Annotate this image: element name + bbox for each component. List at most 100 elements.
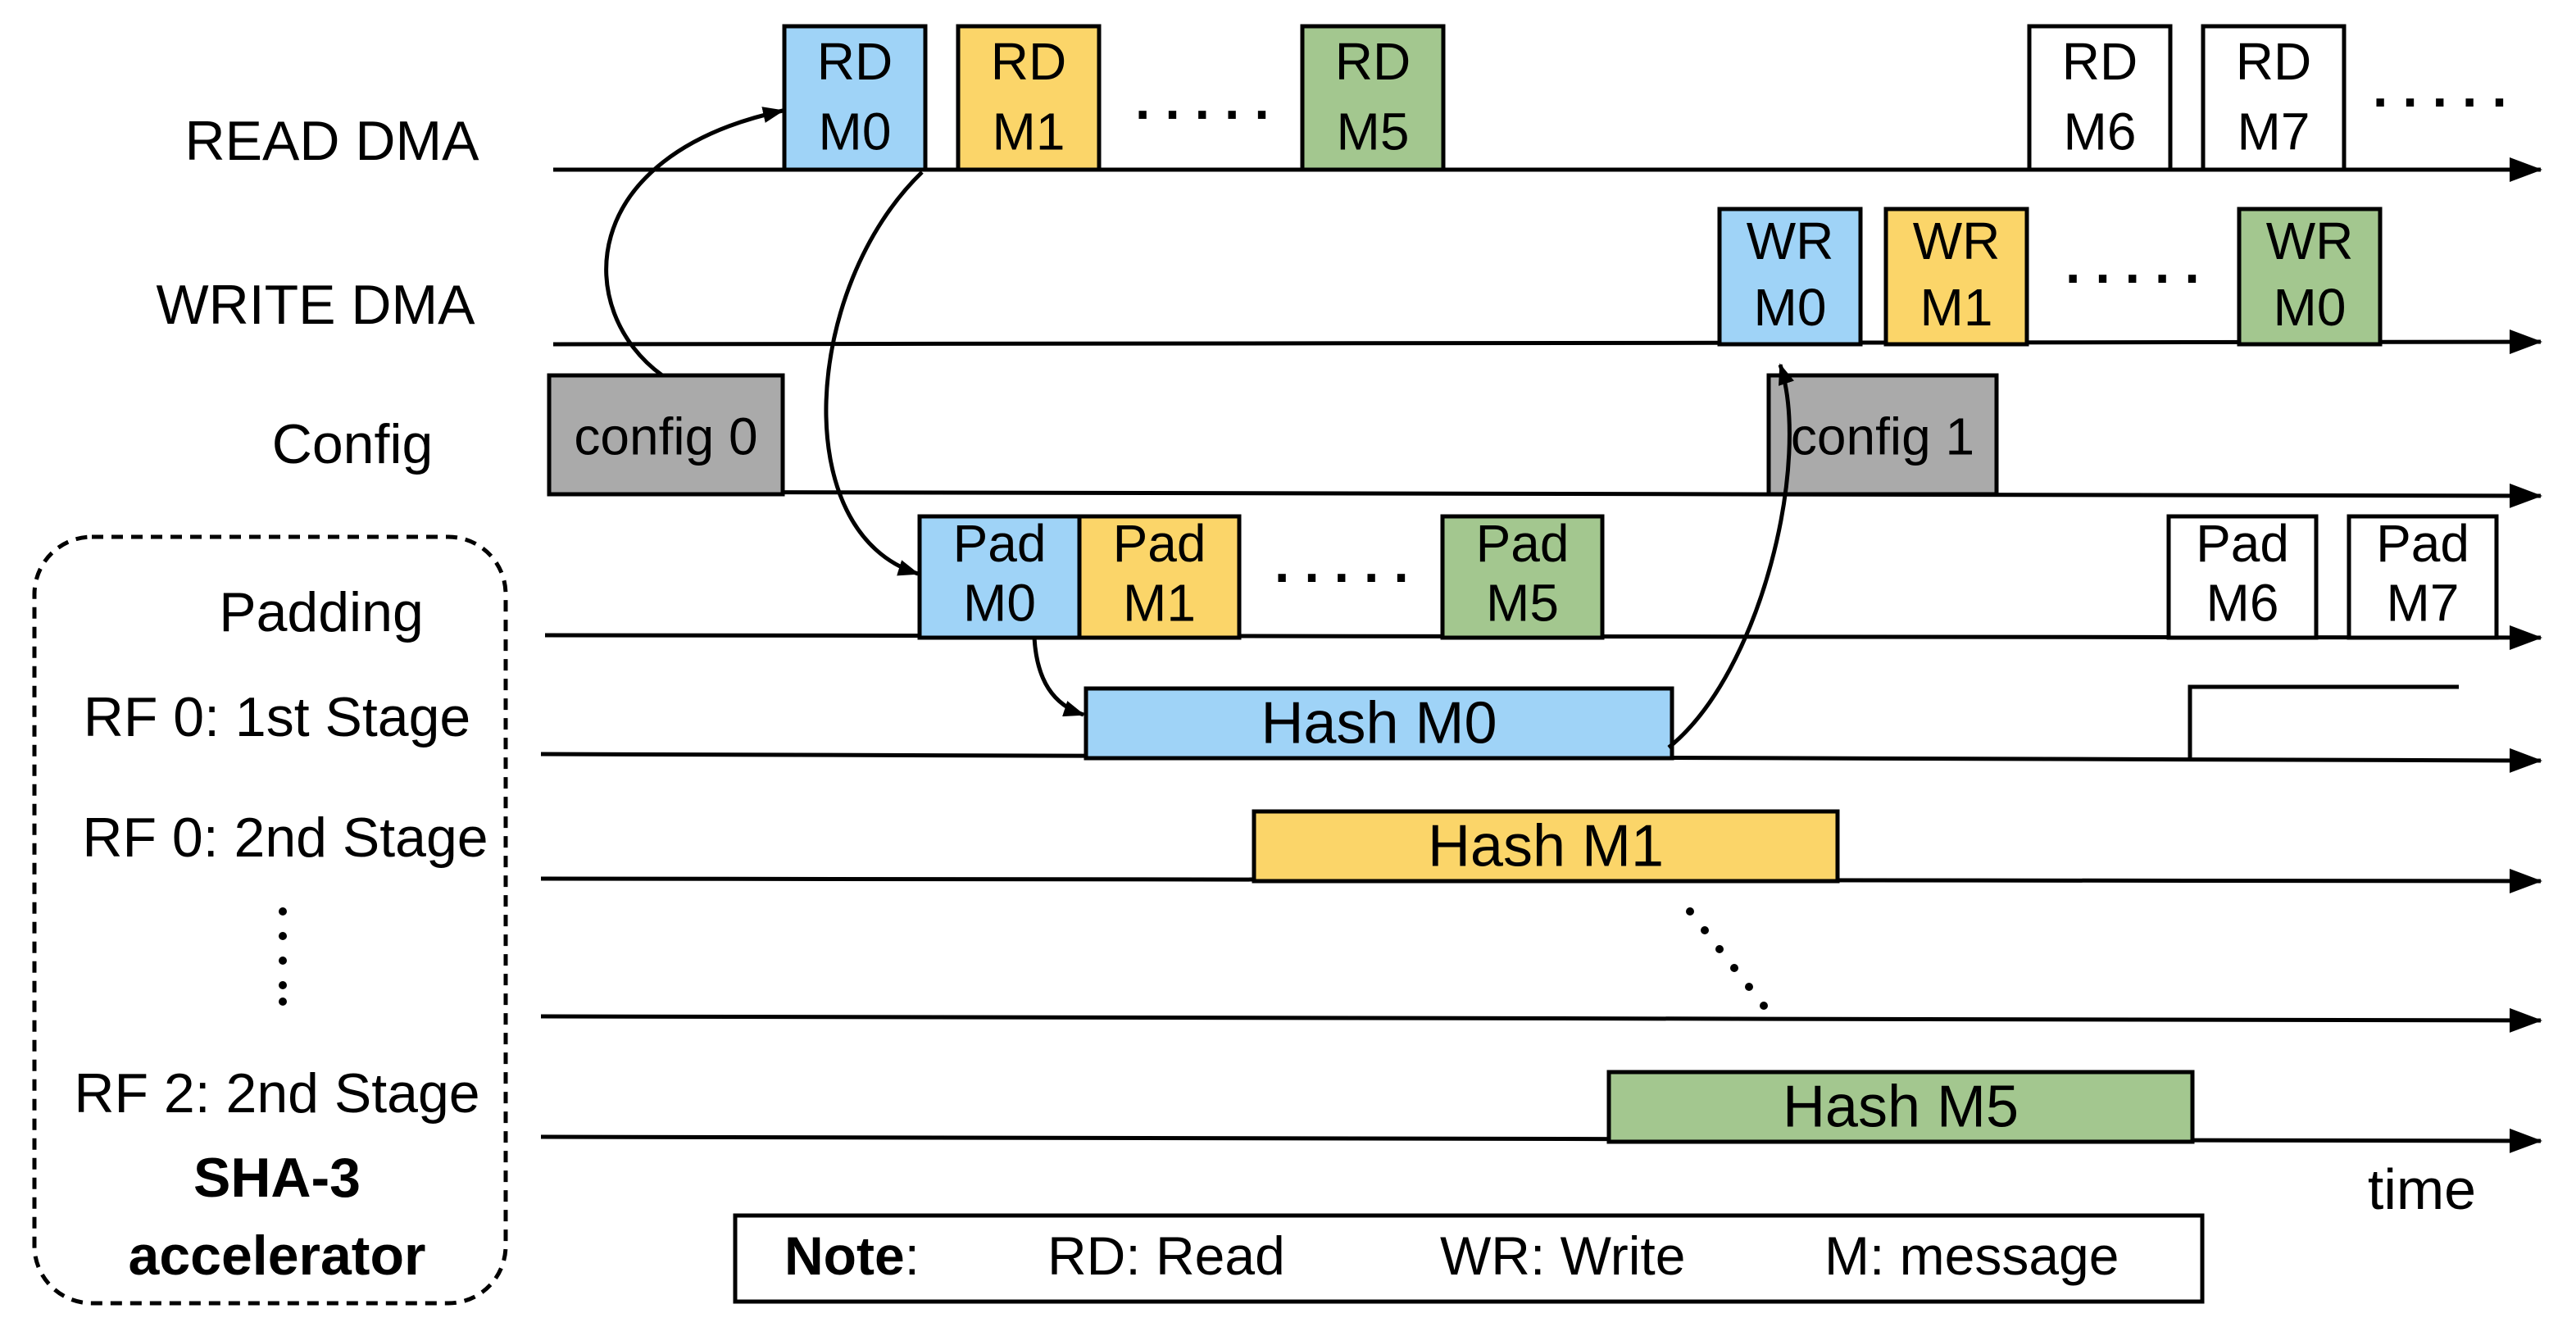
padding-box-line2: M1	[1123, 573, 1196, 632]
row-label-padding: Padding	[219, 581, 424, 643]
hash-box-label: Hash M5	[1783, 1075, 2019, 1140]
padding-box-line2: M7	[2387, 573, 2460, 632]
read-dma-box-line1: RD	[817, 32, 893, 91]
read-dma-box-0: RD M0	[782, 24, 928, 172]
write-dma-box-0: WR M0	[1717, 207, 1863, 347]
row-label-rf0-1st-stage: RF 0: 1st Stage	[84, 686, 470, 748]
read-dma-box-rect	[2027, 24, 2173, 172]
row-label-config: Config	[272, 413, 434, 475]
padding-box-rect	[1440, 514, 1605, 640]
arrow-pad-m0-to-hash-m0	[1032, 637, 1085, 717]
accelerator-label-line2: accelerator	[129, 1225, 426, 1287]
read-ellipsis-2: .....	[2373, 57, 2522, 118]
write-dma-box-line2: M1	[1920, 278, 1993, 337]
read-dma-box-line2: M1	[993, 102, 1065, 161]
padding-box-rect	[2347, 514, 2499, 640]
row-label-rf2-2nd-stage: RF 2: 2nd Stage	[74, 1062, 479, 1125]
arrow-rd-m0-to-pad-m0	[824, 170, 924, 576]
arrow-hash-m0-to-wr-m0	[1667, 363, 1795, 749]
hash-box-rect	[1252, 809, 1840, 884]
read-dma-box-rect	[782, 24, 928, 172]
read-dma-box-rect	[956, 24, 1102, 172]
vertical-ellipsis	[279, 907, 287, 1006]
config-box-label: config 1	[1791, 407, 1974, 466]
padding-box-rect	[1077, 514, 1242, 640]
hash-box-1: Hash M1	[1252, 809, 1840, 884]
write-dma-boxes: WR M0 WR M1 WR M0	[1717, 207, 2383, 347]
hash-box-rect	[1084, 686, 1674, 761]
write-ellipsis: .....	[2065, 234, 2215, 294]
read-dma-box-2: RD M5	[1300, 24, 1446, 172]
read-dma-box-line1: RD	[2062, 32, 2138, 91]
config-box-1: config 1	[1766, 373, 1999, 497]
hash-boxes: Hash M0 Hash M1 Hash M5	[1084, 686, 2195, 1144]
write-dma-box-line2: M0	[1754, 278, 1827, 337]
read-dma-box-line1: RD	[2236, 32, 2311, 91]
padding-box-line1: Pad	[953, 514, 1047, 573]
padding-box-line1: Pad	[2196, 514, 2289, 573]
config-box-rect	[547, 373, 785, 497]
write-dma-box-line2: M0	[2274, 278, 2347, 337]
note-colon: :	[905, 1225, 920, 1286]
read-dma-box-3: RD M6	[2027, 24, 2173, 172]
write-dma-box-rect	[2237, 207, 2383, 347]
hash-box-rect	[1606, 1070, 2195, 1144]
row-label-rf0-2nd-stage: RF 0: 2nd Stage	[82, 807, 488, 869]
write-dma-box-1: WR M1	[1883, 207, 2029, 347]
rf0-next-hash-step	[2188, 684, 2459, 761]
padding-box-line2: M5	[1486, 573, 1559, 632]
config-box-label: config 0	[574, 407, 757, 466]
arrow-config0-to-rd-m0	[604, 107, 784, 378]
padding-box-rect	[917, 514, 1082, 640]
read-dma-box-line2: M7	[2238, 102, 2310, 161]
pad-ellipsis: .....	[1274, 533, 1424, 593]
hash-box-label: Hash M0	[1261, 691, 1497, 757]
note-box	[733, 1213, 2205, 1304]
read-dma-box-rect	[2201, 24, 2347, 172]
write-dma-box-line1: WR	[1747, 211, 1834, 270]
config-box-rect	[1766, 373, 1999, 497]
write-dma-box-line1: WR	[1913, 211, 2001, 270]
accelerator-label-line1: SHA-3	[193, 1147, 361, 1209]
padding-box-line1: Pad	[2376, 514, 2469, 573]
note-m: M: message	[1824, 1225, 2119, 1286]
read-dma-box-line2: M0	[819, 102, 892, 161]
read-dma-box-line1: RD	[991, 32, 1066, 91]
config-boxes: config 0 config 1	[547, 373, 1999, 497]
row-label-write-dma: WRITE DMA	[156, 274, 475, 336]
read-dma-boxes: RD M0 RD M1 RD M5 RD M6 RD M7	[782, 24, 2347, 172]
padding-box-line1: Pad	[1113, 514, 1206, 573]
write-dma-box-line1: WR	[2266, 211, 2354, 270]
hash-box-label: Hash M1	[1428, 814, 1664, 879]
padding-box-line2: M0	[963, 573, 1036, 632]
timeline-config	[547, 483, 2542, 508]
timeline-intermediate	[540, 1007, 2542, 1033]
row-label-read-dma: READ DMA	[185, 110, 480, 172]
note-rd: RD: Read	[1047, 1225, 1285, 1286]
read-ellipsis-1: .....	[1135, 70, 1284, 130]
read-dma-box-4: RD M7	[2201, 24, 2347, 172]
time-axis-label: time	[2368, 1157, 2476, 1221]
config-box-0: config 0	[547, 373, 785, 497]
write-dma-box-rect	[1883, 207, 2029, 347]
read-dma-box-rect	[1300, 24, 1446, 172]
diagonal-ellipsis	[1686, 907, 1768, 1010]
read-dma-box-line2: M6	[2064, 102, 2137, 161]
timeline-rf2-2nd	[540, 1128, 2542, 1153]
sha3-accelerator-group	[32, 534, 508, 1306]
timeline-write-dma	[552, 329, 2542, 355]
write-dma-box-rect	[1717, 207, 1863, 347]
read-dma-box-line1: RD	[1335, 32, 1411, 91]
read-dma-box-line2: M5	[1337, 102, 1410, 161]
write-dma-box-2: WR M0	[2237, 207, 2383, 347]
note-wr: WR: Write	[1440, 1225, 1685, 1286]
padding-box-rect	[2166, 514, 2319, 640]
padding-box-line1: Pad	[1476, 514, 1570, 573]
